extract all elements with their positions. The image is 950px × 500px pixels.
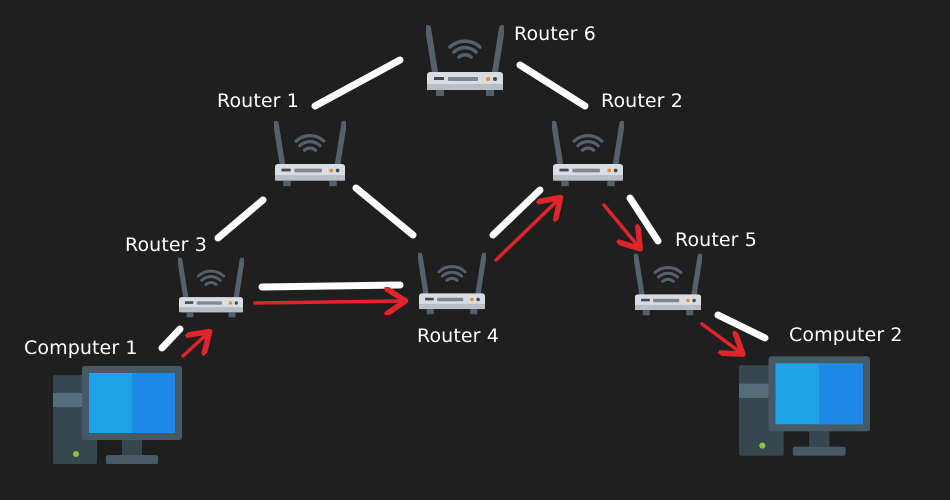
link-router1-router6 bbox=[311, 56, 404, 110]
router-5-label: Router 5 bbox=[675, 229, 757, 251]
path-arrow-router3-router4 bbox=[253, 301, 402, 303]
router-1-label: Router 1 bbox=[217, 90, 299, 112]
computer-2-desktop-computer-icon bbox=[739, 356, 870, 456]
path-arrow-router5-computer2 bbox=[700, 322, 740, 352]
computer-1-desktop-computer-icon bbox=[53, 366, 182, 464]
router-2-label: Router 2 bbox=[601, 90, 683, 112]
wifi-router-icon bbox=[634, 253, 702, 316]
path-arrow-router2-router5 bbox=[602, 203, 638, 246]
router-6-wifi-router-icon bbox=[426, 25, 504, 96]
wifi-router-icon bbox=[552, 120, 624, 187]
router-3-label: Router 3 bbox=[125, 234, 207, 256]
wifi-router-icon bbox=[178, 257, 244, 318]
router-1-wifi-router-icon bbox=[274, 120, 346, 187]
wifi-router-icon bbox=[274, 120, 346, 187]
computer-2-label: Computer 2 bbox=[789, 324, 903, 346]
link-computer1-router3 bbox=[158, 325, 184, 352]
link-router5-computer2 bbox=[714, 311, 769, 342]
wifi-router-icon bbox=[418, 252, 486, 315]
link-router1-router3 bbox=[214, 196, 267, 242]
router-6-label: Router 6 bbox=[514, 23, 596, 45]
link-router3-router4 bbox=[258, 281, 404, 291]
desktop-computer-icon bbox=[53, 366, 182, 464]
router-3-wifi-router-icon bbox=[178, 257, 244, 318]
wifi-router-icon bbox=[426, 25, 504, 96]
path-arrow-router4-router2 bbox=[494, 200, 558, 262]
computer-1-label: Computer 1 bbox=[24, 337, 138, 359]
desktop-computer-icon bbox=[739, 356, 870, 456]
link-router2-router5 bbox=[626, 194, 662, 245]
path-arrow-computer1-router3 bbox=[181, 334, 207, 358]
router-4-wifi-router-icon bbox=[418, 252, 486, 315]
link-router4-router2 bbox=[489, 186, 544, 239]
router-4-label: Router 4 bbox=[417, 325, 499, 347]
link-router6-router2 bbox=[516, 61, 589, 110]
router-2-wifi-router-icon bbox=[552, 120, 624, 187]
router-5-wifi-router-icon bbox=[634, 253, 702, 316]
link-router1-router4 bbox=[352, 184, 417, 239]
